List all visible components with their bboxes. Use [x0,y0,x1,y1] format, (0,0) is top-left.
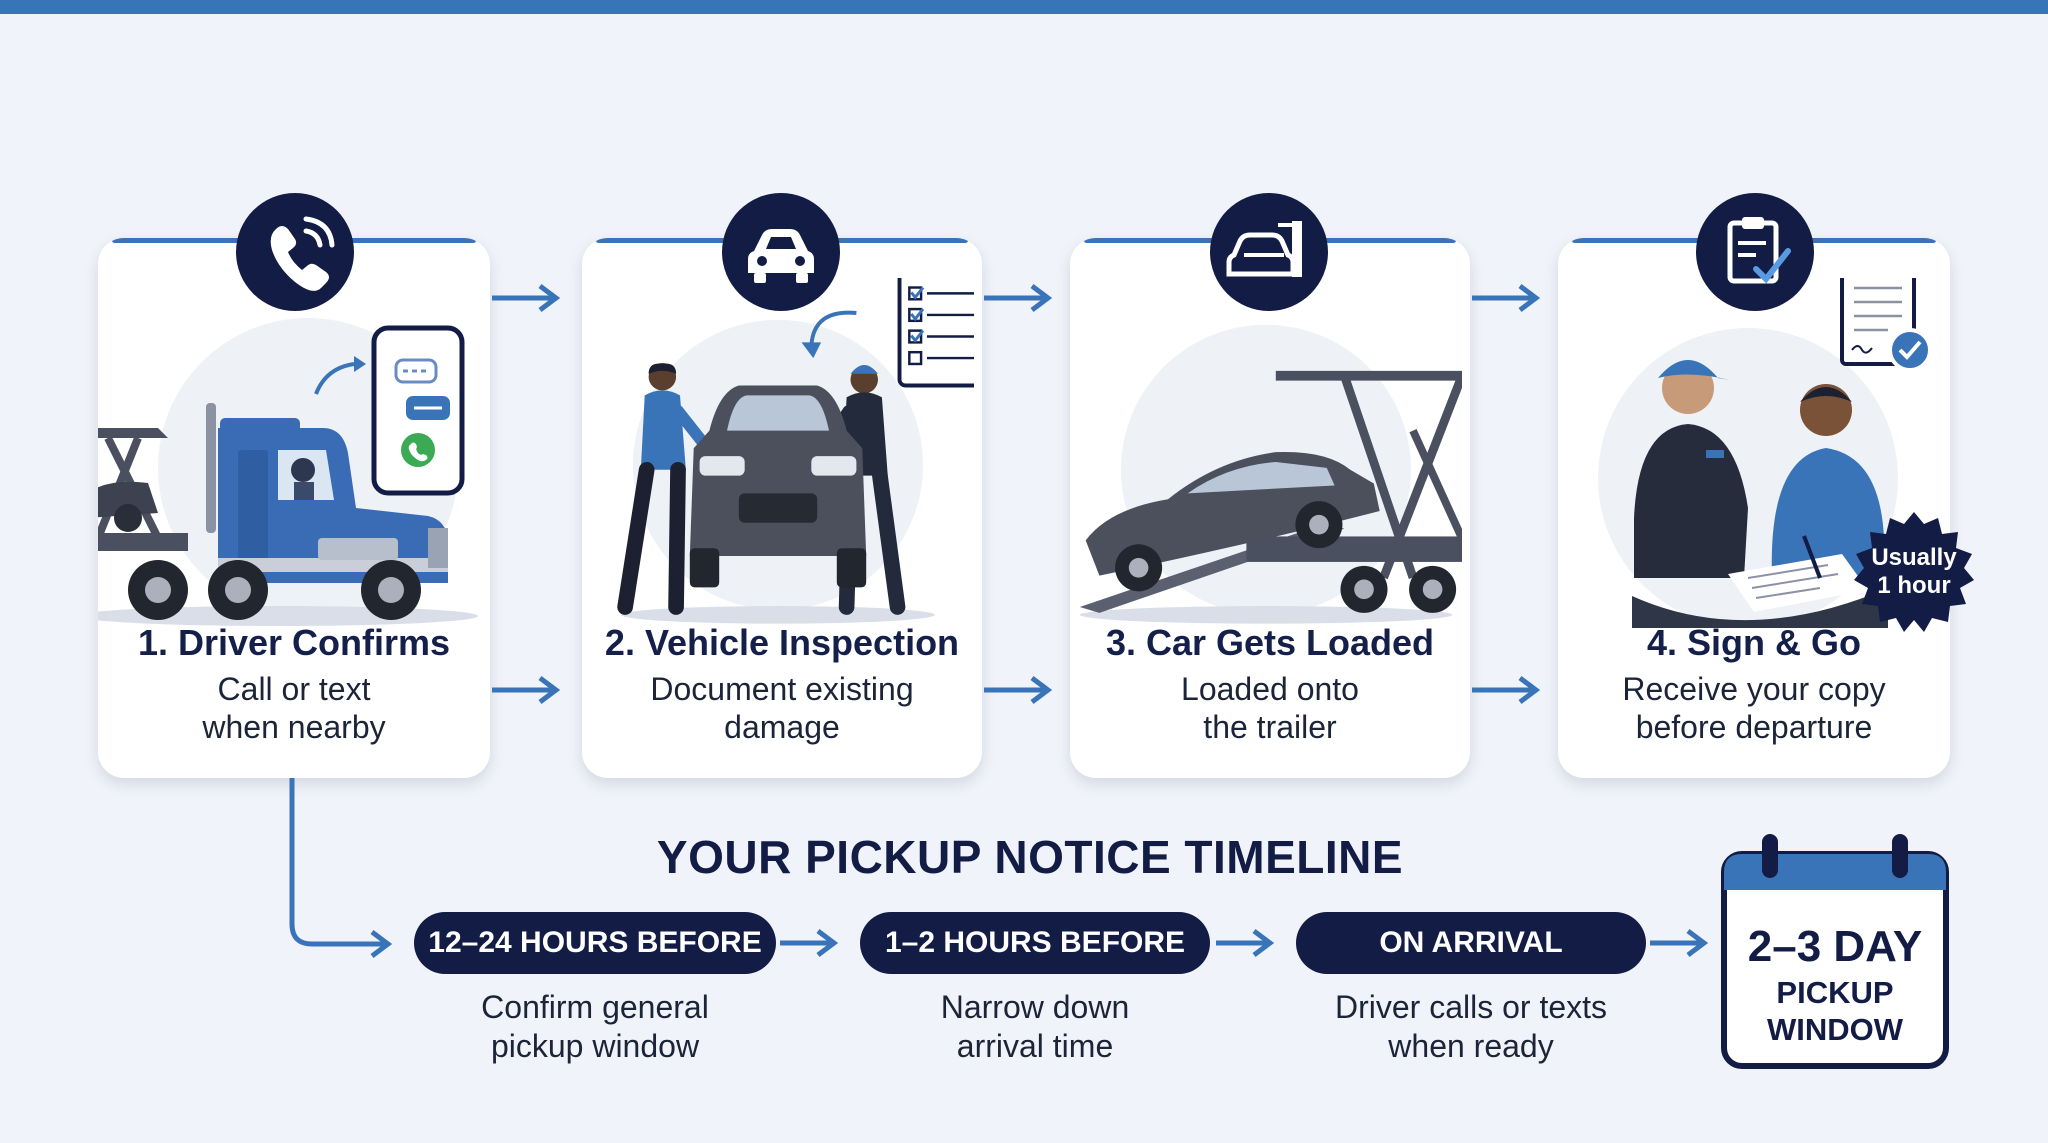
step-title: 2. Vehicle Inspection [604,622,960,663]
signing-documents-illustration [1598,278,1932,628]
arrow-right-icon [1650,929,1709,957]
timeline-description-line-1: Driver calls or texts [1334,989,1608,1025]
connector-arrow-icon [289,778,393,958]
clipboard-check-icon [1696,193,1814,311]
step-description-line-1: Loaded onto [1181,671,1359,707]
truck-driver-illustration [98,318,478,626]
calendar-headline: 2–3 DAY [1747,922,1923,971]
step-description-line-1: Call or text [217,671,371,707]
step-description-line-2: damage [724,709,840,745]
top-accent-bar [0,0,2048,14]
car-loading-illustration [1079,324,1462,624]
arrow-right-icon [492,284,561,312]
step-description-line-2: before departure [1635,709,1873,745]
step-description: Receive your copy before departure [1588,670,1920,746]
arrow-right-icon [984,284,1053,312]
timeline-description-line-1: Narrow down [940,989,1130,1025]
calendar-line-3: WINDOW [1766,1012,1904,1047]
timeline-description-line-2: when ready [1388,1028,1554,1064]
timeline-description-2: Narrow down arrival time [860,988,1210,1066]
badge-line-1: Usually [1871,544,1957,571]
arrow-right-icon [1472,284,1541,312]
step-description-line-1: Document existing [650,671,914,707]
step-title: 4. Sign & Go [1646,622,1861,663]
arrow-right-icon [984,676,1053,704]
timeline-description-line-2: arrival time [956,1028,1114,1064]
step-card-2: 2. Vehicle Inspection Document existing … [582,238,982,778]
step-description: Loaded onto the trailer [1100,670,1440,746]
step-description-line-1: Receive your copy [1622,671,1886,707]
arrow-right-icon [1216,929,1275,957]
step-title: 1. Driver Confirms [137,622,451,663]
calendar-subtext: PICKUP WINDOW [1720,974,1950,1048]
timeline-pill-1: 12–24 HOURS BEFORE [414,912,776,974]
step-title: 3. Car Gets Loaded [1105,622,1435,663]
step-card-3: 3. Car Gets Loaded Loaded onto the trail… [1070,238,1470,778]
duration-badge [1854,512,1974,632]
badge-line-2: 1 hour [1877,572,1951,599]
timeline-pill-3: ON ARRIVAL [1296,912,1646,974]
timeline-description-line-1: Confirm general [481,989,709,1025]
step-description-line-2: the trailer [1203,709,1337,745]
timeline-description-1: Confirm general pickup window [414,988,776,1066]
calendar-line-2: PICKUP [1776,975,1894,1010]
vehicle-inspection-illustration [617,278,974,624]
phone-icon [236,193,354,311]
step-description-line-2: when nearby [202,709,386,745]
arrow-right-icon [1472,676,1541,704]
calendar-icon [1721,834,1949,1069]
step-description: Document existing damage [612,670,952,746]
car-front-icon [722,193,840,311]
timeline-pill-2: 1–2 HOURS BEFORE [860,912,1210,974]
timeline-title: YOUR PICKUP NOTICE TIMELINE [656,831,1404,883]
timeline-description-3: Driver calls or texts when ready [1296,988,1646,1066]
arrow-right-icon [492,676,561,704]
step-card-1: 1. Driver Confirms Call or text when nea… [98,238,490,778]
car-loading-icon [1210,193,1328,311]
duration-badge-text: Usually 1 hour [1852,544,1976,600]
timeline-description-line-2: pickup window [490,1028,700,1064]
step-description: Call or text when nearby [128,670,460,746]
arrow-right-icon [780,929,839,957]
step-card-4: 4. Sign & Go Receive your copy before de… [1558,238,1950,778]
